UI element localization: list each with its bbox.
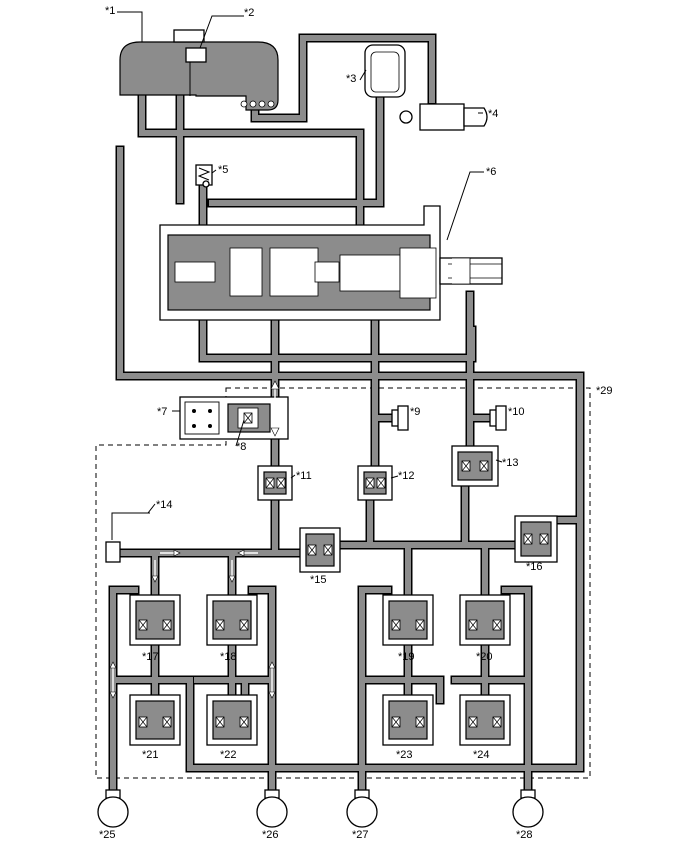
brake-fluid-reservoir: [119, 29, 279, 111]
valve-18: [206, 594, 258, 646]
valve-15: [299, 527, 341, 573]
wheel-cylinder-26: [256, 789, 288, 828]
pressure-sensor-14: [105, 512, 150, 563]
label-13: *13: [502, 457, 519, 469]
label-29: *29: [596, 385, 613, 397]
label-7: *7: [157, 406, 167, 418]
label-18: *18: [220, 651, 237, 663]
label-16: *16: [526, 561, 543, 573]
valve-16: [514, 515, 558, 563]
pressure-sensor-10: [489, 405, 507, 431]
label-3: *3: [346, 73, 356, 85]
pressure-sensor-9: [391, 405, 409, 431]
callout-labels: *1 *2 *3 *4 *5 *6 *7 *8 *9 *10 *11 *12 *…: [99, 5, 613, 841]
valve-13: [451, 445, 499, 487]
label-17: *17: [142, 651, 159, 663]
label-19: *19: [398, 651, 415, 663]
flow-arrows: [109, 380, 280, 699]
master-cylinder: [159, 205, 503, 321]
label-5: *5: [218, 164, 228, 176]
label-26: *26: [262, 829, 279, 841]
label-22: *22: [220, 749, 237, 761]
valve-21: [129, 694, 181, 746]
actuator-boundary-dashed: [95, 387, 591, 779]
valve-17: [129, 594, 181, 646]
label-8: *8: [236, 441, 246, 453]
valve-12: [357, 465, 393, 501]
label-12: *12: [398, 470, 415, 482]
label-24: *24: [473, 749, 490, 761]
relief-valve: [195, 164, 213, 188]
label-2: *2: [244, 7, 254, 19]
label-15: *15: [310, 574, 327, 586]
valve-11: [257, 465, 293, 501]
stroke-simulator: [179, 396, 289, 440]
pump-motor: [399, 103, 488, 131]
level-warning-switch: [185, 47, 207, 63]
wheel-cylinder-28: [512, 789, 544, 828]
label-25: *25: [99, 829, 116, 841]
label-27: *27: [352, 829, 369, 841]
label-21: *21: [142, 749, 159, 761]
valve-19: [382, 594, 434, 646]
label-20: *20: [476, 651, 493, 663]
wheel-cylinder-27: [346, 789, 378, 828]
leader-lines: [117, 11, 503, 514]
label-4: *4: [488, 108, 498, 120]
label-28: *28: [516, 829, 533, 841]
label-9: *9: [410, 406, 420, 418]
label-11: *11: [296, 470, 312, 482]
valve-22: [206, 694, 258, 746]
label-10: *10: [508, 406, 525, 418]
valve-23: [382, 694, 434, 746]
valve-20: [459, 594, 511, 646]
accumulator: [364, 44, 406, 98]
label-23: *23: [396, 749, 413, 761]
label-1: *1: [105, 5, 115, 17]
label-6: *6: [486, 166, 496, 178]
label-14: *14: [156, 499, 173, 511]
valve-24: [459, 694, 511, 746]
wheel-cylinder-25: [97, 789, 129, 828]
